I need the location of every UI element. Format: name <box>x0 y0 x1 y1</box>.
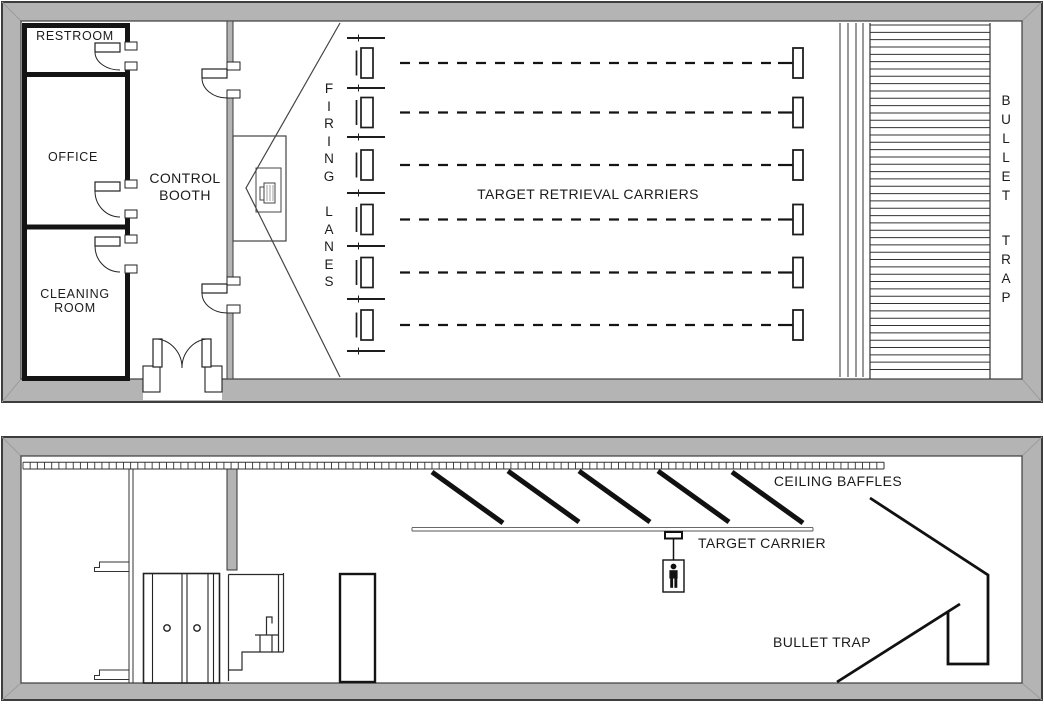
firing-lane <box>355 203 804 236</box>
baffle-diagonal-icon <box>430 469 505 526</box>
firing-lanes <box>347 34 804 355</box>
corner-miter-seam <box>1 436 22 457</box>
storage-cabinet <box>142 572 221 684</box>
target-marker <box>792 203 804 236</box>
shooting-bench <box>360 309 374 341</box>
corner-miter-seam <box>1021 378 1043 403</box>
ceiling-baffles <box>430 468 805 526</box>
baffle-diagonal-icon <box>730 469 805 526</box>
cleaning-door-opening <box>124 235 132 273</box>
bullet-trap-hatch <box>870 24 990 371</box>
firing-lane <box>355 309 804 341</box>
bullet-trap-plan <box>869 23 991 379</box>
firing-lane <box>355 149 804 181</box>
control-booth <box>232 135 287 242</box>
firing-lane <box>355 96 804 129</box>
cleaning-door-swing-icon <box>94 234 138 274</box>
baffle-diagonal-icon <box>656 468 731 525</box>
stair-enclosure <box>227 573 285 681</box>
shooting-bench <box>360 203 374 236</box>
corner-miter-seam <box>1 1 22 22</box>
corner-miter-seam <box>1 682 22 701</box>
target-carrier-label: TARGET CARRIER <box>698 535 826 551</box>
target-marker <box>792 96 804 129</box>
cabinet-knob <box>193 624 201 632</box>
plan-view <box>1 1 1043 403</box>
firing-lane <box>355 256 804 289</box>
baffle-diagonal-icon <box>506 468 581 525</box>
corner-miter-seam <box>1021 436 1043 457</box>
target-marker <box>792 256 804 289</box>
baffle-diagonal-icon <box>577 468 652 525</box>
shooting-stall-section <box>338 572 377 684</box>
shooting-bench <box>360 149 374 181</box>
wall-bracket <box>94 669 129 680</box>
shooting-bench <box>360 96 374 129</box>
section-view <box>1 436 1043 701</box>
office-label: OFFICE <box>47 150 99 164</box>
booth-sight-lines <box>245 22 341 378</box>
restroom-door-swing-icon <box>94 41 138 71</box>
stair-handrail <box>265 616 273 635</box>
restroom-label: RESTROOM <box>36 29 114 43</box>
plan-interior <box>20 20 1023 380</box>
target-marker <box>792 309 804 341</box>
corner-miter-seam <box>1021 1 1043 22</box>
cleaning-room-label: CLEANING ROOM <box>40 287 110 315</box>
wall-bracket <box>94 561 129 572</box>
safety-screen-lines <box>839 23 864 377</box>
shooting-bench <box>360 47 374 79</box>
firing-lane <box>355 47 804 79</box>
office-door-swing-icon <box>94 179 138 219</box>
control-console-icon <box>259 182 276 204</box>
corner-miter-seam <box>1 378 22 403</box>
target-marker <box>792 47 804 79</box>
target-marker <box>792 149 804 181</box>
control-booth-label: CONTROL BOOTH <box>149 170 221 203</box>
range-door-swing-icon <box>201 276 241 314</box>
section-left-wall <box>94 469 134 683</box>
target-retrieval-carriers-label: TARGET RETRIEVAL CARRIERS <box>477 186 699 202</box>
shooting-bench <box>360 256 374 289</box>
corner-miter-seam <box>1021 682 1043 701</box>
bullet-trap-section-label: BULLET TRAP <box>772 634 872 650</box>
ceiling-strip <box>22 461 885 470</box>
divider-wall-section <box>226 468 238 571</box>
range-door-swing-icon <box>201 61 241 99</box>
person-silhouette-target-icon <box>669 563 678 588</box>
stairs-icon <box>228 616 284 671</box>
restroom-door-opening <box>124 42 132 70</box>
carrier-track <box>411 527 814 532</box>
office-door-opening <box>124 180 132 218</box>
cabinet-knob <box>163 624 171 632</box>
ceiling-baffles-label: CEILING BAFFLES <box>773 473 903 489</box>
target-carrier-assembly <box>662 531 685 593</box>
entrance-double-door-icon <box>142 338 223 400</box>
bullet-trap-section <box>836 496 990 684</box>
